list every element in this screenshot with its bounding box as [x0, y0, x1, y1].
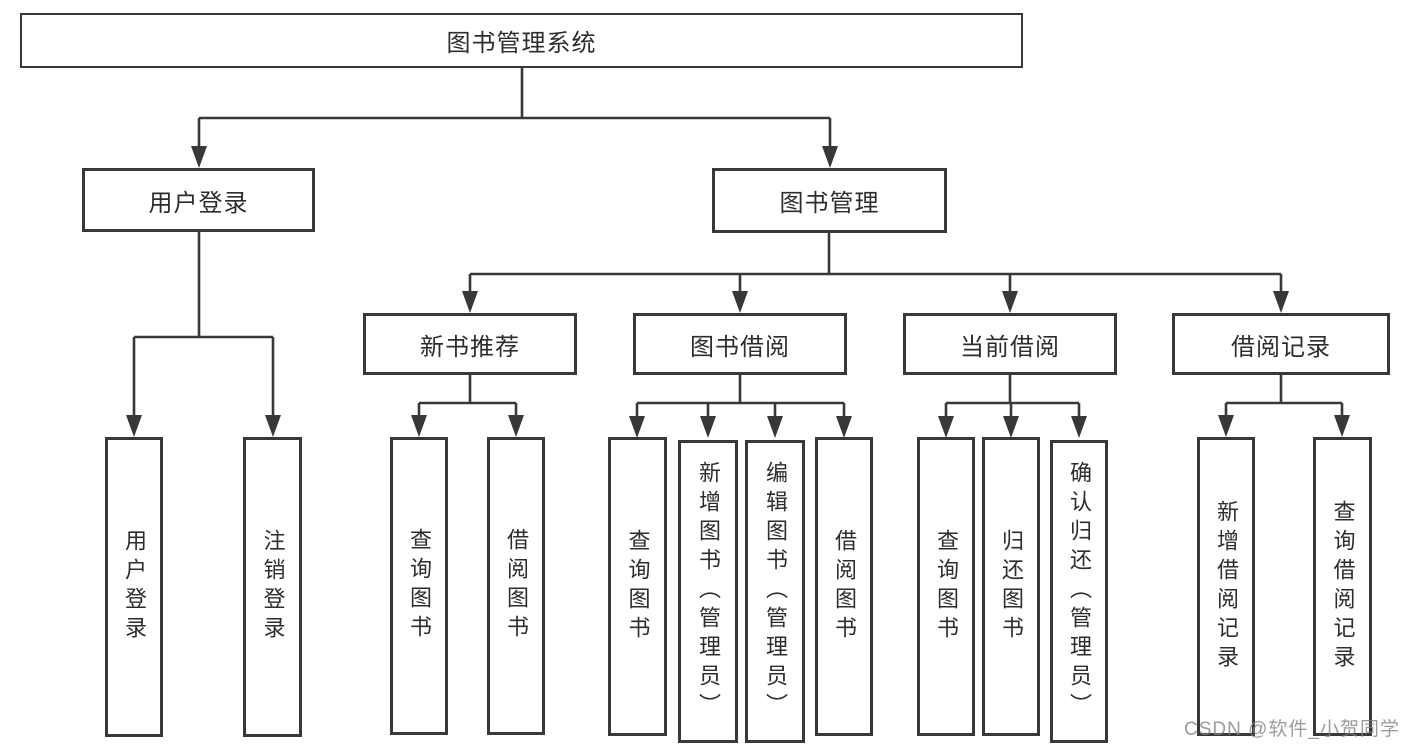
leaf-bb-query-books: 查询图书 [608, 437, 667, 736]
leaf-br-query-record-label: 查询借阅记录 [1330, 499, 1356, 674]
leaf-cb-return-books: 归还图书 [982, 437, 1040, 736]
leaf-bb-add-books-admin: 新增图书（管理员） [678, 440, 738, 743]
node-borrowing-records-label: 借阅记录 [1231, 333, 1331, 361]
leaf-cb-query-books: 查询图书 [917, 437, 975, 736]
leaf-cb-query-books-label: 查询图书 [934, 528, 959, 645]
node-book-management: 图书管理 [712, 168, 947, 233]
leaf-bb-edit-books-admin-label: 编辑图书（管理员） [763, 461, 788, 722]
leaf-nb-query-books: 查询图书 [390, 437, 448, 735]
leaf-bb-edit-books-admin: 编辑图书（管理员） [745, 440, 805, 743]
leaf-cb-confirm-return-admin-label: 确认归还（管理员） [1067, 461, 1092, 722]
leaf-nb-borrow-books-label: 借阅图书 [504, 528, 529, 644]
leaf-nb-borrow-books: 借阅图书 [487, 437, 545, 735]
leaf-bb-borrow-books: 借阅图书 [815, 437, 873, 736]
leaf-bb-query-books-label: 查询图书 [625, 528, 651, 645]
leaf-br-add-record-label: 新增借阅记录 [1214, 499, 1239, 674]
watermark: CSDN @软件_小贺同学 [1184, 719, 1400, 740]
node-root: 图书管理系统 [20, 13, 1023, 68]
leaf-br-query-record: 查询借阅记录 [1313, 437, 1372, 736]
leaf-cb-return-books-label: 归还图书 [999, 528, 1024, 645]
node-book-management-label: 图书管理 [779, 190, 880, 217]
leaf-logout: 注销登录 [243, 437, 302, 737]
node-user-login-label: 用户登录 [148, 189, 249, 217]
leaf-br-add-record: 新增借阅记录 [1197, 437, 1255, 736]
node-current-borrowing-label: 当前借阅 [960, 333, 1060, 361]
leaf-cb-confirm-return-admin: 确认归还（管理员） [1050, 440, 1108, 743]
node-book-borrowing: 图书借阅 [633, 313, 847, 375]
leaf-bb-borrow-books-label: 借阅图书 [832, 528, 857, 645]
leaf-logout-label: 注销登录 [260, 529, 286, 645]
node-book-borrowing-label: 图书借阅 [690, 333, 790, 361]
leaf-nb-query-books-label: 查询图书 [407, 528, 432, 644]
node-current-borrowing: 当前借阅 [903, 313, 1117, 375]
leaf-user-login-label: 用户登录 [122, 529, 147, 645]
node-new-book-recommend-label: 新书推荐 [420, 333, 520, 361]
leaf-bb-add-books-admin-label: 新增图书（管理员） [696, 461, 721, 722]
node-borrowing-records: 借阅记录 [1172, 313, 1390, 375]
leaf-user-login: 用户登录 [105, 437, 163, 737]
node-user-login: 用户登录 [82, 168, 315, 232]
node-root-label: 图书管理系统 [446, 30, 597, 57]
node-new-book-recommend: 新书推荐 [363, 313, 577, 375]
